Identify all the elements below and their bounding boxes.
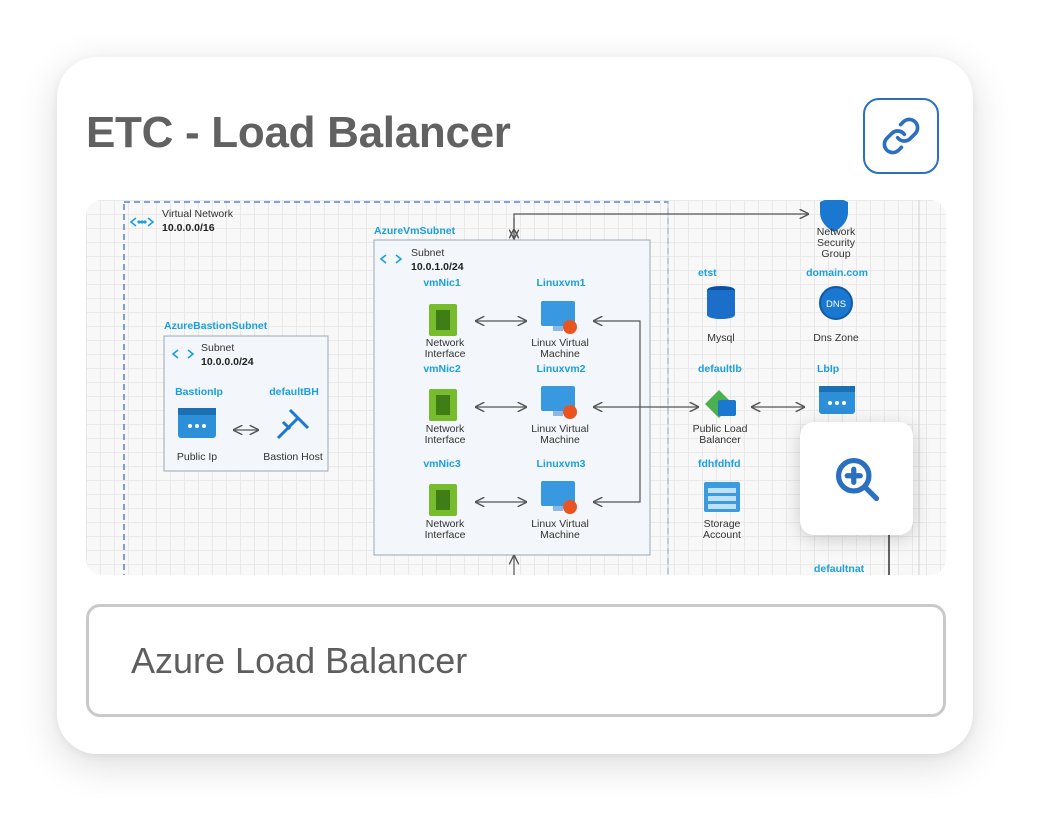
dns-icon-text: DNS (825, 299, 847, 310)
zoom-in-icon (835, 457, 879, 501)
nic-name: vmNic2 (423, 363, 461, 375)
nic-caption-2: Interface (424, 348, 466, 360)
vnet-cidr: 10.0.0.0/16 (162, 222, 215, 234)
vm-name: Linuxvm1 (536, 277, 586, 289)
lb-caption-2: Balancer (699, 434, 741, 446)
public-ip-icon (178, 408, 216, 438)
vm-caption-2: Machine (540, 348, 580, 360)
public-ip-caption: Public Ip (176, 451, 218, 463)
nic-caption-2: Interface (424, 529, 466, 541)
bastion-subnet-name: AzureBastionSubnet (164, 320, 268, 332)
dns-zone-icon (819, 286, 853, 320)
nic-caption-1: Network (425, 518, 465, 530)
lb-name: defaultlb (698, 363, 742, 375)
bastion-subnet-label: Subnet (201, 342, 235, 354)
link-icon (882, 117, 920, 155)
bastion-host-icon (276, 408, 310, 440)
card-title: ETC - Load Balancer (86, 108, 511, 157)
nic-name: vmNic1 (423, 277, 461, 289)
lb-ip-name: LbIp (817, 363, 840, 375)
vm-subnet-box (373, 239, 651, 556)
zoom-in-button[interactable] (800, 422, 913, 535)
nic-caption-1: Network (425, 337, 465, 349)
vnet-icon (129, 217, 155, 227)
vm-caption-2: Machine (540, 529, 580, 541)
vm-subnet-label: Subnet (411, 247, 445, 259)
nsg-shield-icon (820, 200, 848, 232)
bastion-subnet-box (163, 335, 329, 472)
vm-caption-1: Linux Virtual (531, 337, 589, 349)
subnet-icon (171, 254, 403, 359)
bastion-host-caption: Bastion Host (263, 451, 323, 463)
mysql-icon (707, 286, 735, 319)
nsg-caption-2: Security (817, 237, 855, 249)
vm-caption-1: Linux Virtual (531, 518, 589, 530)
nic-caption-2: Interface (424, 434, 466, 446)
vm-caption-2: Machine (540, 434, 580, 446)
copy-link-button[interactable] (863, 98, 939, 174)
architecture-diagram: Virtual Network 10.0.0.0/16 AzureBastion… (86, 200, 946, 575)
diagram-canvas (123, 200, 920, 575)
bastion-host-name: defaultBH (269, 386, 319, 398)
vm-name: Linuxvm2 (536, 363, 586, 375)
nic-name: vmNic3 (423, 458, 461, 470)
storage-account-icon (704, 482, 740, 512)
vm-caption-1: Linux Virtual (531, 423, 589, 435)
description-text: Azure Load Balancer (131, 639, 468, 681)
vnet-boundary (123, 201, 669, 575)
nat-name: defaultnat (814, 563, 865, 575)
vm-subnet-name: AzureVmSubnet (374, 225, 456, 237)
load-balancer-icon (705, 390, 736, 418)
lb-caption-1: Public Load (692, 423, 748, 435)
storage-name: fdhfdhfd (698, 458, 741, 470)
vm-name: Linuxvm3 (536, 458, 586, 470)
storage-caption-1: Storage (703, 518, 741, 530)
nsg-caption-3: Group (821, 248, 851, 260)
dns-name: domain.com (806, 267, 868, 279)
mysql-caption: Mysql (707, 332, 735, 344)
dns-caption: Dns Zone (813, 332, 859, 344)
bastion-ip-name: BastionIp (175, 386, 223, 398)
bastion-subnet-cidr: 10.0.0.0/24 (201, 356, 254, 368)
vm-subnet-cidr: 10.0.1.0/24 (411, 261, 464, 273)
storage-caption-2: Account (703, 529, 741, 541)
network-interface-icon (429, 304, 457, 516)
linux-vm-icon (541, 301, 577, 514)
description-field[interactable]: Azure Load Balancer (86, 604, 946, 717)
nsg-caption-1: Network (816, 226, 856, 238)
nic-caption-1: Network (425, 423, 465, 435)
mysql-name: etst (698, 267, 717, 279)
lb-public-ip-icon (819, 386, 855, 414)
vnet-label: Virtual Network (162, 208, 233, 220)
